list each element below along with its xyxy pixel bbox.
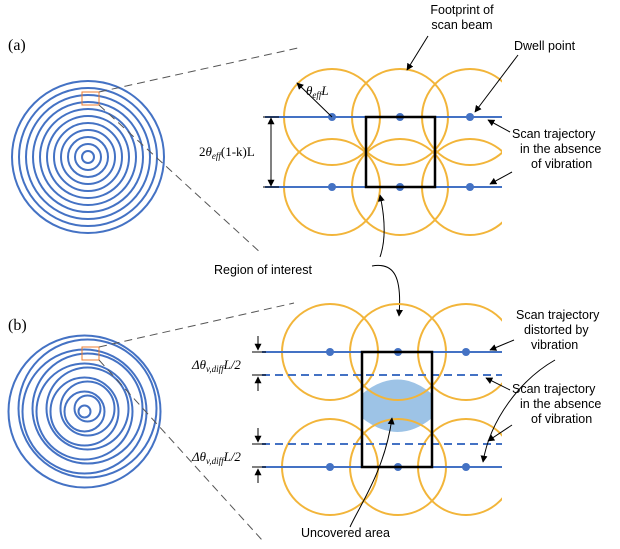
- spiral-ring: [59, 380, 116, 437]
- spiral-ring: [73, 394, 102, 423]
- spiral-ring: [7, 334, 162, 489]
- spiral-ring: [60, 129, 116, 185]
- arrow-trajectory-a-bottom: [489, 171, 513, 185]
- spiral-ring: [67, 136, 109, 178]
- radius-arrow: [296, 82, 333, 118]
- spiral-ring: [35, 362, 134, 461]
- dwell-point: [466, 113, 474, 121]
- dwell-points: [328, 113, 474, 191]
- dwell-point: [466, 183, 474, 191]
- uncovered-area: [362, 379, 432, 432]
- panel-a-tag: (a): [8, 37, 26, 54]
- panel-b: (b): [7, 302, 601, 541]
- dwell-point: [328, 183, 336, 191]
- dwell-point: [326, 348, 334, 356]
- spiral-ring: [81, 150, 95, 164]
- annot-uncovered: Uncovered area: [301, 526, 390, 540]
- zoom-connector-bottom: [98, 359, 263, 541]
- distorted-spiral-rings: [7, 334, 162, 489]
- spiral-ring: [49, 376, 120, 447]
- radius-label: θeffL: [306, 83, 329, 100]
- spiral-ring: [21, 348, 148, 475]
- panel-b-tag: (b): [8, 317, 27, 334]
- spiral-ring: [53, 122, 123, 192]
- region-of-interest-box: [360, 350, 434, 469]
- spiral-ring: [77, 404, 92, 419]
- spacing-label: 2θeff(1-k)L: [199, 144, 255, 161]
- region-of-interest-box: [364, 115, 437, 189]
- spiral-ring: [46, 115, 130, 199]
- zoom-connector-bottom: [98, 104, 263, 255]
- spiral-ring: [25, 94, 151, 220]
- zoom-connector-top: [98, 47, 299, 93]
- annot-dwell: Dwell point: [514, 39, 576, 53]
- zoom-connector-top: [98, 302, 295, 348]
- spiral-ring: [39, 108, 137, 206]
- arrow-trajectory-b-bottom: [487, 424, 513, 442]
- dwell-point: [462, 463, 470, 471]
- spiral-ring: [11, 80, 165, 234]
- spiral-ring: [32, 101, 144, 213]
- spiral-ring: [18, 87, 158, 227]
- offset-label-top: Δθv,diffL/2: [191, 357, 241, 374]
- arrow-footprint: [406, 35, 429, 71]
- arrow-roi-b: [371, 264, 403, 317]
- arrow-dwell: [474, 54, 519, 113]
- spiral-ring: [45, 366, 130, 451]
- annot-region-of-interest: Region of interest: [214, 263, 313, 277]
- spiral-ring: [63, 390, 106, 433]
- spiral-ring: [31, 352, 144, 465]
- zoom-region-box: [81, 91, 100, 106]
- panel-a: (a): [8, 3, 601, 255]
- arrow-uncovered: [349, 417, 395, 528]
- dwell-point: [462, 348, 470, 356]
- zoom-region-box: [81, 346, 100, 361]
- dwell-points: [326, 348, 470, 471]
- spiral-ring: [74, 143, 102, 171]
- arrow-trajectory-a-top: [487, 119, 511, 133]
- arrow-roi-a: [377, 194, 385, 258]
- spiral-scan-rings: [11, 80, 165, 234]
- arrow-distorted: [489, 339, 515, 351]
- spiral-ring: [17, 338, 158, 479]
- offset-label-bottom: Δθv,diffL/2: [191, 449, 241, 466]
- dwell-point: [326, 463, 334, 471]
- arrow-trajectory-b-top: [485, 377, 511, 391]
- arrow-distorted-lower: [480, 359, 556, 463]
